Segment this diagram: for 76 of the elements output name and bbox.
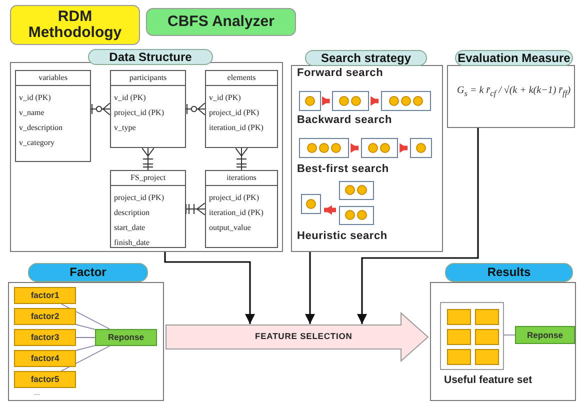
section-heading: Backward search (297, 114, 392, 126)
table-row-text: v_id (PK) (19, 92, 52, 104)
arrow (370, 96, 379, 106)
feature-set-frame (440, 302, 504, 370)
factor-box: factor4 (14, 350, 76, 367)
factor-box: factor2 (14, 308, 76, 325)
arrow (350, 143, 359, 153)
banner-label: FEATURE SELECTION (255, 331, 352, 341)
table-box (205, 70, 278, 148)
table-row-text: iteration_id (PK) (209, 207, 264, 219)
table-row-text: project_id (PK) (114, 192, 165, 204)
section-heading: Forward search (297, 67, 384, 79)
process-banner (165, 312, 429, 362)
table-row-text: v_type (114, 122, 137, 134)
table-header: variables (16, 71, 90, 86)
item-set-box (301, 194, 321, 214)
connector-line (76, 324, 96, 330)
panel-heading: Results (445, 263, 573, 282)
table-box (110, 70, 186, 148)
item-set-box (361, 138, 398, 158)
table-row-text: v_id (PK) (209, 92, 242, 104)
table-header: elements (206, 71, 277, 86)
item-set-box (381, 91, 431, 111)
formula: G$_{s}$ = k r̄$_{cf}$ / √(k + k(k−1) r̄$_{ff}$) (457, 85, 571, 98)
item-set-box (299, 138, 349, 158)
table-row-text: project_id (PK) (114, 107, 165, 119)
item-set-box (299, 91, 321, 111)
table-row-text: v_id (PK) (114, 92, 147, 104)
response-box: Reponse (95, 329, 157, 346)
factor-box: factor1 (14, 287, 76, 304)
set-label: Useful feature set (444, 374, 532, 386)
item-set-box (339, 206, 374, 225)
table-box (110, 170, 186, 248)
arrow (305, 252, 315, 324)
table-header: FS_project (111, 171, 185, 186)
relationship-line (235, 148, 248, 170)
factor-box: factor5 (14, 371, 76, 388)
item-set-box (332, 91, 369, 111)
table-row-text: start_date (114, 222, 146, 234)
table-row-text: v_category (19, 137, 56, 149)
relationship-line (186, 202, 206, 216)
table-header: participants (111, 71, 185, 86)
title-box: CBFS Analyzer (146, 8, 296, 36)
table-row-text: iteration_id (PK) (209, 122, 264, 134)
table-row-text: v_name (19, 107, 46, 119)
item-set-box (339, 181, 374, 200)
arrow (164, 252, 255, 324)
section-heading: Best-first search (297, 163, 389, 175)
panel-heading: Data Structure (88, 49, 213, 65)
table-row-text: output_value (209, 222, 252, 234)
response-box: Reponse (515, 326, 575, 344)
connector-line (504, 334, 516, 336)
relationship-line (90, 102, 110, 116)
table-row-text: project_id (PK) (209, 192, 260, 204)
table-box (15, 70, 91, 162)
panel-heading: Factor (28, 263, 148, 282)
title-box: RDM Methodology (10, 5, 140, 45)
connector-line (76, 337, 96, 338)
panel-heading: Search strategy (305, 50, 427, 66)
table-box (205, 170, 278, 248)
relationship-line (186, 102, 206, 116)
item-set-box (410, 138, 432, 158)
connector-line (76, 345, 96, 351)
panel-heading: Evaluation Measure (455, 50, 573, 66)
arrow (357, 128, 479, 324)
factor-box: factor3 (14, 329, 76, 346)
table-row-text: description (114, 207, 151, 219)
arrow (400, 143, 408, 153)
table-row-text: project_id (PK) (209, 107, 260, 119)
arrow (324, 205, 336, 215)
table-row-text: finish_date (114, 237, 151, 249)
section-heading: Heuristic search (297, 230, 388, 242)
table-header: iterations (206, 171, 277, 186)
table-row-text: v_description (19, 122, 64, 134)
arrow (322, 96, 330, 106)
relationship-line (142, 148, 154, 170)
